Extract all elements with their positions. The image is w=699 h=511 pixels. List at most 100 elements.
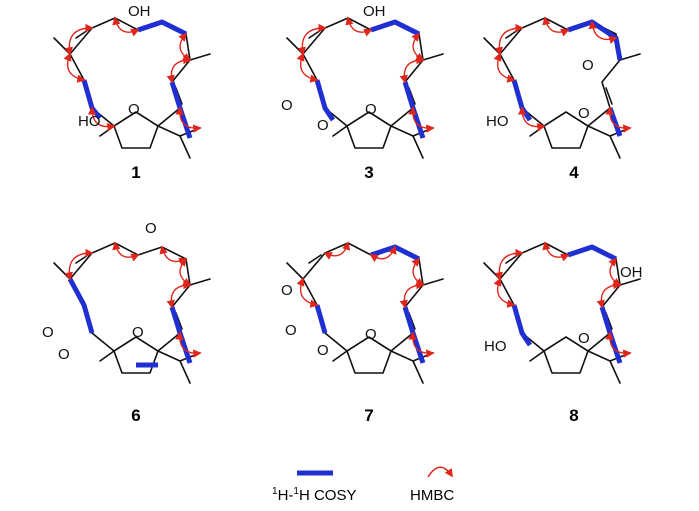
hmbc-correlation-arrow [345, 16, 373, 37]
hmbc-legend-arrow [427, 466, 453, 478]
hmbc-correlation-arrow [517, 106, 546, 132]
methyl-bond [332, 125, 348, 137]
hmbc-correlation-arrow [494, 248, 524, 281]
macrocycle-bonds [499, 17, 621, 127]
methyl-bond [529, 350, 545, 362]
compound-number: 7 [364, 406, 373, 425]
methyl-bond [189, 53, 211, 61]
compound-number: 6 [131, 406, 140, 425]
atom-label: HO [484, 338, 507, 355]
cosy-correlation [169, 81, 193, 139]
atom-label: O [128, 101, 140, 118]
hmbc-correlation-arrow [175, 331, 202, 358]
methyl-bond [99, 350, 115, 362]
compound-number: 3 [364, 163, 373, 182]
atom-label: OH [363, 3, 386, 20]
hmbc-correlation-arrow [399, 55, 425, 84]
methyl-bond [483, 262, 501, 280]
atom-label: O [42, 324, 54, 341]
structure-panel: OH O O O 3 [281, 3, 444, 182]
hmbc-correlation-arrow [297, 23, 327, 56]
atom-label: O [145, 220, 157, 237]
cosy-correlation [314, 79, 336, 122]
methyl-bond [483, 37, 501, 55]
structure-panel: O O O O 7 [281, 241, 444, 425]
furan-ring-bonds [543, 111, 589, 149]
hmbc-correlation-arrow [64, 248, 94, 281]
atom-label: O [132, 324, 144, 341]
hmbc-correlation-arrow [605, 106, 632, 133]
atom-label: O [578, 105, 590, 122]
methyl-bond [53, 262, 71, 280]
cosy-correlation [599, 306, 623, 364]
hmbc-correlation-arrow [175, 106, 202, 133]
methyl-bond [332, 350, 348, 362]
atom-label: O [317, 117, 329, 134]
hmbc-correlation-arrow [605, 331, 632, 358]
atom-label: O [365, 101, 377, 118]
cosy-correlation [67, 277, 95, 334]
hmbc-correlation-arrow [493, 277, 516, 308]
hmbc-correlation-arrow [408, 331, 435, 358]
cosy-correlation [511, 304, 533, 347]
atom-label: OH [128, 3, 151, 20]
atom-label: O [317, 342, 329, 359]
cosy-correlation [314, 304, 328, 334]
atom-label: O [281, 97, 293, 114]
methyl-bond [422, 53, 444, 61]
cosy-legend-label: 1H-1H COSY [272, 486, 356, 504]
compound-number: 4 [569, 163, 579, 182]
methyl-bond [412, 135, 424, 159]
compound-number: 1 [131, 163, 140, 182]
cosy-correlation [137, 19, 188, 37]
hmbc-correlation-arrow [542, 16, 570, 37]
methyl-bond [286, 262, 304, 280]
hmbc-correlation-arrow [63, 52, 86, 83]
hmbc-correlation-arrow [369, 245, 397, 263]
cosy-h1: H- [278, 487, 294, 504]
hmbc-correlation-arrow [399, 280, 425, 309]
hmbc-correlation-arrow [493, 52, 516, 83]
methyl-bond [529, 125, 545, 137]
cosy-correlation [567, 244, 618, 262]
structure-panel: O HO O 4 [483, 16, 641, 182]
cosy-correlation [567, 19, 623, 61]
furan-ring-bonds [113, 111, 159, 149]
atom-label: HO [486, 113, 509, 130]
hmbc-correlation-arrow [296, 52, 319, 83]
methyl-bond [53, 37, 71, 55]
methyl-bond [412, 360, 424, 384]
double-bond [605, 87, 613, 105]
atom-label: HO [78, 113, 101, 130]
cosy-correlation [402, 81, 426, 139]
furan-ring-bonds [346, 336, 392, 374]
furan-ring-bonds [346, 111, 392, 149]
atom-label: O [365, 326, 377, 343]
furan-ring-bonds [113, 336, 159, 374]
methyl-bond [99, 125, 115, 137]
structure-panel: OH HO O 1 [53, 3, 211, 182]
hmbc-correlation-arrow [296, 277, 319, 308]
hmbc-correlation-arrow [112, 241, 140, 262]
hmbc-legend-label: HMBC [410, 487, 454, 504]
methyl-bond [609, 360, 621, 384]
methyl-bond [179, 360, 191, 384]
hmbc-correlation-arrow [112, 16, 140, 37]
hmbc-correlation-arrow [323, 241, 351, 260]
hmbc-correlation-arrow [596, 280, 622, 309]
atom-label: O [578, 330, 590, 347]
atom-label: O [281, 282, 293, 299]
legend: 1H-1H COSY HMBC [272, 466, 454, 504]
compound-number: 8 [569, 406, 578, 425]
methyl-bond [286, 37, 304, 55]
hmbc-correlation-arrow [588, 20, 618, 44]
atom-label: O [285, 322, 297, 339]
atom-label: O [58, 346, 70, 363]
methyl-bond [422, 278, 444, 286]
methyl-bond [189, 278, 211, 286]
atom-label: O [582, 57, 594, 74]
cosy-correlation [169, 306, 193, 364]
